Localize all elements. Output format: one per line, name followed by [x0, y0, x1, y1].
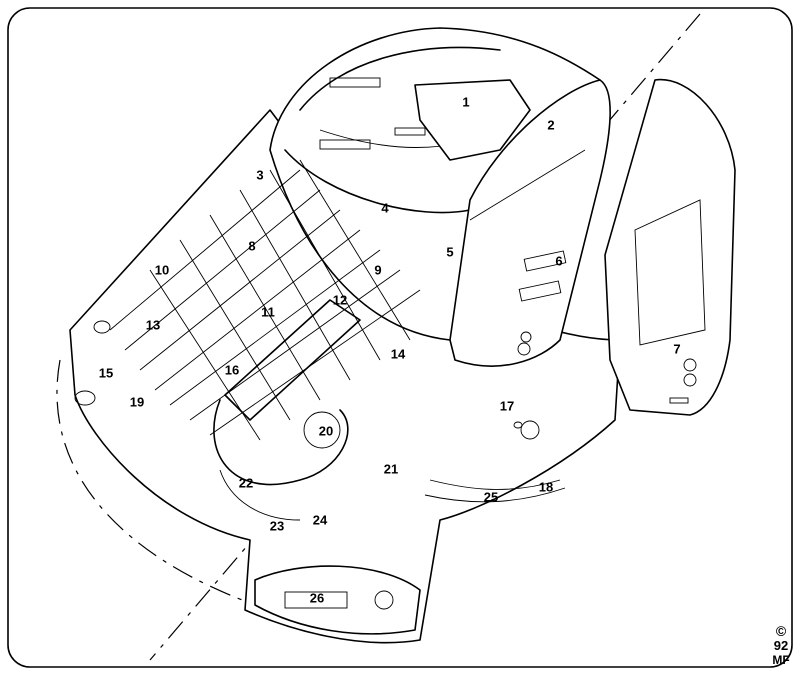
callout-labels: 1 2 3 4 5 6 7 8 9 10 11 12 13 14 15 16 1…	[99, 95, 681, 606]
callout-3: 3	[256, 168, 263, 183]
middle-door	[449, 79, 611, 367]
callout-21: 21	[384, 462, 398, 477]
callout-19: 19	[130, 395, 144, 410]
copyright-initials: MF	[772, 653, 789, 667]
right-door	[604, 78, 736, 416]
callout-16: 16	[225, 363, 239, 378]
callout-6: 6	[555, 254, 562, 269]
callout-22: 22	[239, 476, 253, 491]
diagram-frame	[7, 7, 793, 668]
callout-17: 17	[500, 399, 514, 414]
callout-11: 11	[261, 305, 275, 320]
callout-14: 14	[391, 347, 406, 362]
callout-13: 13	[146, 318, 160, 333]
callout-15: 15	[99, 366, 113, 381]
callout-9: 9	[374, 263, 381, 278]
callout-1: 1	[462, 95, 469, 110]
callout-8: 8	[248, 239, 255, 254]
copyright-symbol: ©	[776, 623, 787, 639]
callout-25: 25	[484, 490, 498, 505]
callout-4: 4	[381, 201, 389, 216]
callout-2: 2	[547, 118, 554, 133]
copyright-year: 92	[774, 638, 788, 653]
callout-24: 24	[313, 513, 328, 528]
callout-10: 10	[155, 263, 169, 278]
callout-18: 18	[539, 480, 553, 495]
copyright-mark: © 92 MF	[772, 623, 789, 667]
callout-20: 20	[319, 424, 333, 439]
callout-23: 23	[270, 519, 284, 534]
callout-7: 7	[673, 342, 680, 357]
callout-12: 12	[333, 293, 347, 308]
callout-26: 26	[310, 591, 324, 606]
callout-5: 5	[446, 245, 453, 260]
